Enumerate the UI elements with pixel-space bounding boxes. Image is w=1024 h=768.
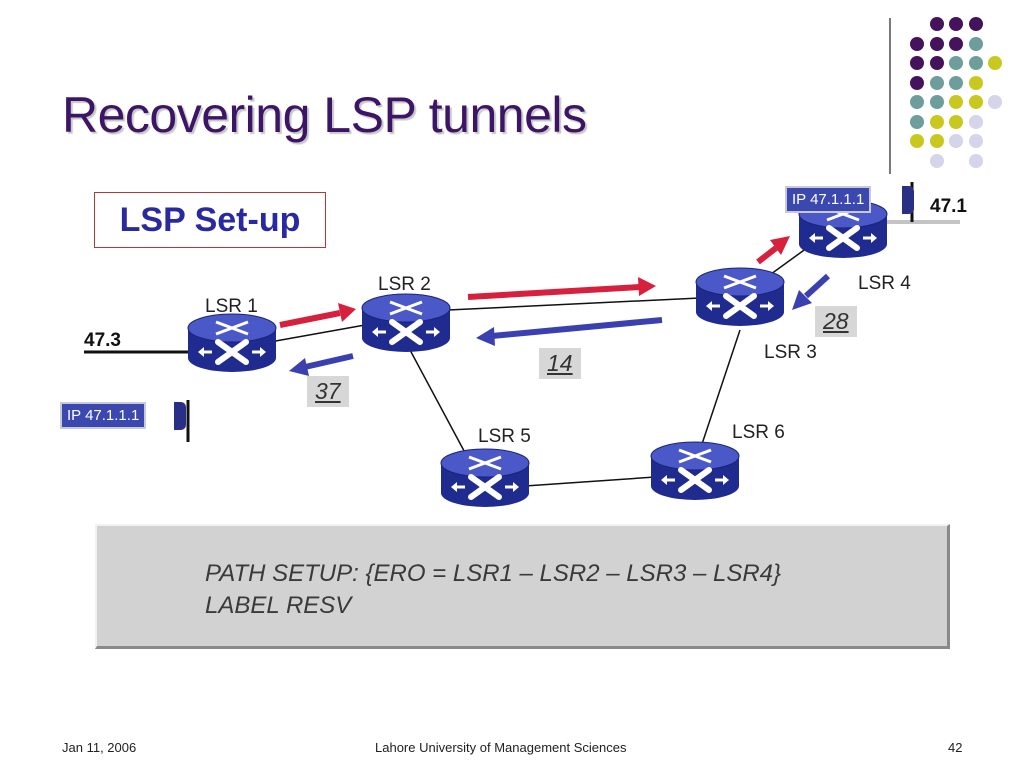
decorative-dot — [929, 95, 944, 109]
decorative-dot — [968, 114, 983, 129]
label-value-37: 37 — [307, 376, 349, 407]
path-arrow-3 — [756, 245, 778, 265]
lsr4-label: LSR 4 — [858, 273, 911, 294]
lsr2-label: LSR 2 — [378, 274, 431, 295]
slide-title: Recovering LSP tunnels — [62, 87, 587, 143]
decorative-dot — [929, 56, 944, 70]
footer-date: Jan 11, 2006 — [62, 740, 137, 755]
resv-arrow-3 — [304, 353, 354, 370]
decorative-dot — [968, 153, 983, 168]
router-lsr1-icon — [188, 314, 276, 372]
router-lsr2-icon — [362, 294, 450, 352]
decorative-dot — [910, 134, 924, 148]
legend-panel — [95, 524, 950, 649]
decorative-dot — [929, 153, 944, 168]
decorative-dot — [949, 56, 963, 70]
path-setup-arrows — [279, 236, 790, 328]
decorative-dot — [949, 134, 963, 148]
ingress-ip-connector — [174, 402, 186, 430]
decorative-dot — [929, 114, 944, 129]
lsr3-label: LSR 3 — [764, 342, 817, 363]
decorative-dot — [910, 95, 924, 109]
decorative-dot — [949, 95, 963, 109]
egress-ip-label: IP 47.1.1.1 — [785, 186, 872, 213]
ingress-ip-label: IP 47.1.1.1 — [60, 402, 147, 429]
path-arrow-2 — [467, 284, 641, 300]
ingress-network-label: 47.3 — [84, 330, 121, 351]
footer-institution: Lahore University of Management Sciences — [375, 740, 627, 755]
decorative-dot — [968, 95, 983, 109]
decorative-dot — [929, 75, 944, 90]
resv-arrow-1 — [803, 273, 831, 299]
egress-ip-connector — [902, 186, 914, 214]
label-value-28: 28 — [815, 306, 857, 337]
decorative-dot — [968, 17, 983, 31]
decorative-dot — [929, 17, 944, 31]
decorative-dot — [949, 36, 963, 51]
decorative-dot — [910, 36, 924, 51]
decorative-dot — [968, 134, 983, 148]
decorative-dot — [910, 114, 924, 129]
label-resv-arrows — [289, 273, 831, 376]
legend-path-setup-text: PATH SETUP: {ERO = LSR1 – LSR2 – LSR3 – … — [205, 560, 782, 587]
decorative-dot — [988, 56, 1002, 70]
decorative-dot-grid — [0, 0, 1024, 180]
link-lsr3-lsr6 — [699, 329, 741, 451]
decorative-dot — [968, 56, 983, 70]
decorative-divider — [889, 18, 891, 174]
label-value-14: 14 — [539, 348, 581, 379]
lsp-setup-label: LSP Set-up — [94, 192, 326, 248]
decorative-dot — [949, 75, 963, 90]
router-lsr5-icon — [441, 449, 529, 507]
decorative-dot — [929, 36, 944, 51]
egress-network-label: 47.1 — [930, 196, 967, 217]
lsr5-label: LSR 5 — [478, 426, 531, 447]
link-lsr2-lsr5 — [409, 349, 471, 463]
decorative-dot — [949, 114, 963, 129]
lsr6-label: LSR 6 — [732, 422, 785, 443]
link-lsr1-lsr2 — [269, 324, 366, 343]
router-lsr6-icon — [651, 442, 739, 500]
link-lsr2-lsr3 — [447, 297, 701, 311]
decorative-dot — [910, 75, 924, 90]
decorative-dot — [988, 95, 1002, 109]
router-lsr3-icon — [696, 268, 784, 326]
link-lsr5-lsr6 — [524, 476, 656, 487]
footer-page-number: 42 — [948, 740, 963, 755]
decorative-dot — [968, 75, 983, 90]
decorative-dot — [929, 134, 944, 148]
links — [84, 182, 960, 487]
decorative-dot — [949, 17, 963, 31]
lsr1-label: LSR 1 — [205, 296, 258, 317]
resv-arrow-2 — [491, 317, 663, 339]
decorative-dot — [910, 56, 924, 70]
decorative-dot — [968, 36, 983, 51]
legend-label-resv-text: LABEL RESV — [205, 592, 352, 619]
path-arrow-1 — [279, 310, 341, 328]
